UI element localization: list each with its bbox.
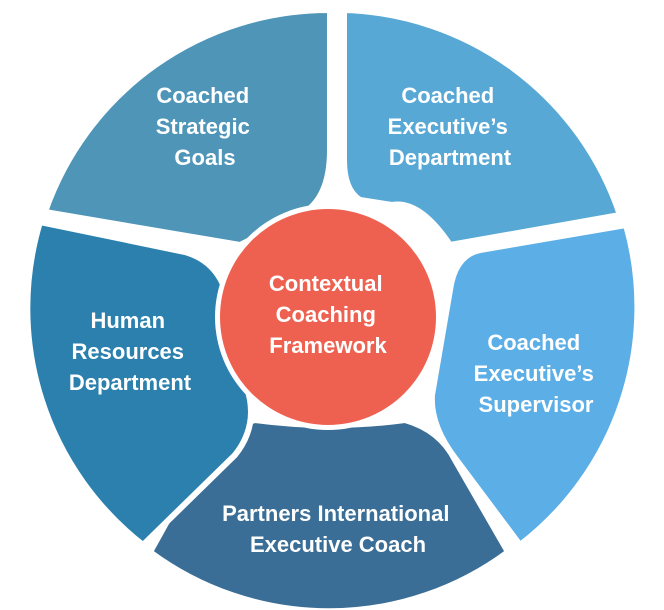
segment-shape-department <box>341 7 623 248</box>
segment-shape-goals <box>42 6 333 248</box>
segment-label-coach: Partners International Executive Coach <box>222 501 454 557</box>
segment-shape-hr <box>24 219 254 548</box>
label-line: Executive’s <box>388 114 508 139</box>
label-line: Strategic <box>156 114 250 139</box>
segment-coached-strategic-goals: Coached Strategic Goals <box>42 6 333 248</box>
segment-label-department: Coached Executive’s Department <box>388 83 513 170</box>
center-hub: Contextual Coaching Framework <box>215 204 441 430</box>
label-line: Coached <box>156 83 249 108</box>
label-line: Coached <box>401 83 494 108</box>
label-line: Department <box>69 370 192 395</box>
label-line: Department <box>389 145 512 170</box>
segment-label-supervisor: Coached Executive’s Supervisor <box>474 330 599 417</box>
label-line: Executive’s <box>474 361 594 386</box>
center-label: Contextual Coaching Framework <box>269 271 388 358</box>
label-line: Partners International <box>222 501 449 526</box>
label-line: Human <box>90 308 165 333</box>
segment-coached-executives-department: Coached Executive’s Department <box>341 7 623 248</box>
label-line: Coached <box>487 330 580 355</box>
center-circle <box>220 209 436 425</box>
label-line: Coaching <box>276 302 376 327</box>
segment-coached-executives-supervisor: Coached Executive’s Supervisor <box>428 222 641 548</box>
segment-human-resources-department: Human Resources Department <box>24 219 254 548</box>
segment-executive-coach: Partners International Executive Coach <box>147 417 511 610</box>
segment-shape-supervisor <box>428 222 641 548</box>
label-line: Executive Coach <box>250 532 426 557</box>
label-line: Supervisor <box>479 392 594 417</box>
segment-label-hr: Human Resources Department <box>69 308 192 395</box>
label-line: Framework <box>269 333 387 358</box>
label-line: Resources <box>72 339 185 364</box>
label-line: Contextual <box>269 271 383 296</box>
segment-label-goals: Coached Strategic Goals <box>156 83 255 170</box>
label-line: Goals <box>174 145 235 170</box>
